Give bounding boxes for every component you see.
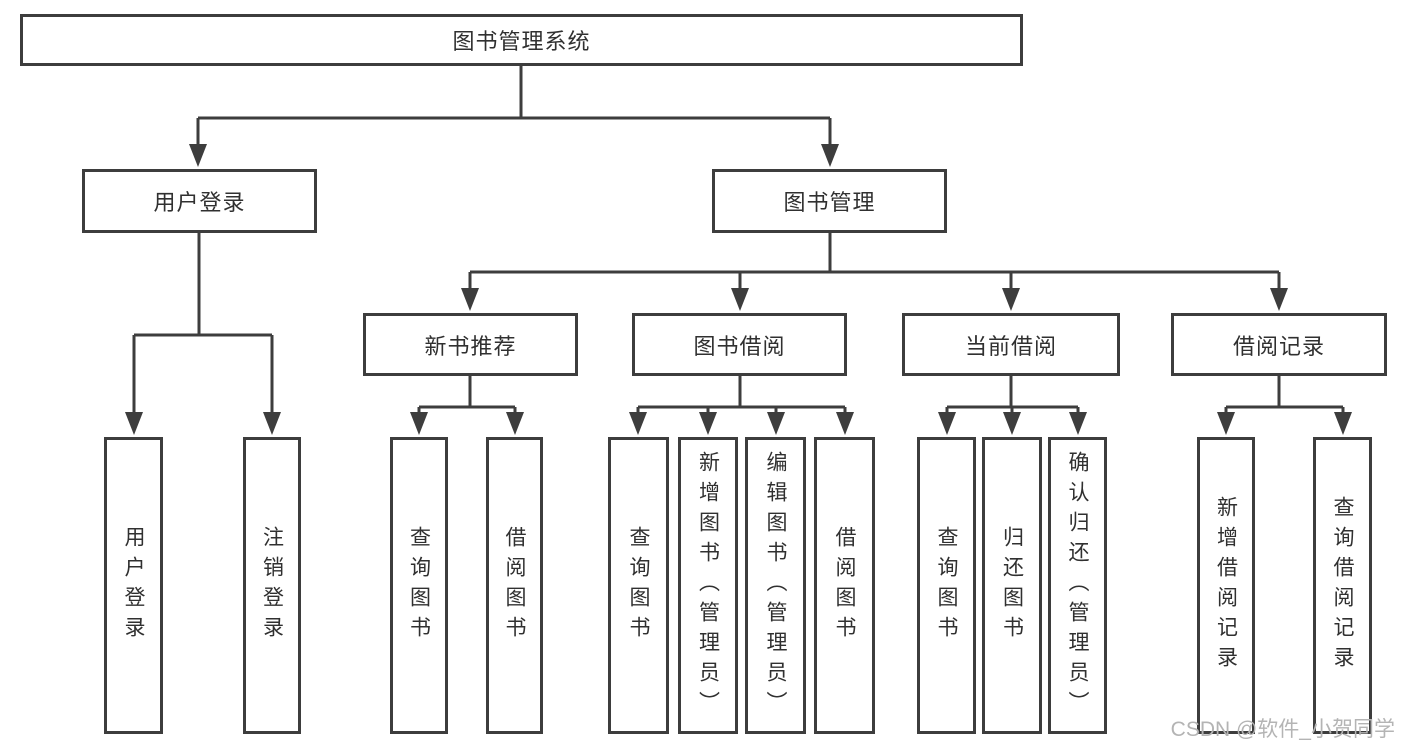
node-label: 归还图书 bbox=[1000, 525, 1024, 646]
node-label: 当前借阅 bbox=[964, 333, 1057, 359]
node-label: 新书推荐 bbox=[424, 333, 517, 359]
node-label: 编辑图书（管理员） bbox=[764, 450, 787, 721]
leaf-query-books-recommend: 查询图书 bbox=[390, 437, 448, 734]
node-label: 注销登录 bbox=[260, 525, 284, 646]
node-label: 查询借阅记录 bbox=[1331, 495, 1354, 676]
node-library-management-system: 图书管理系统 bbox=[20, 14, 1023, 66]
csdn-watermark: CSDN @软件_小贺同学 bbox=[1170, 718, 1395, 741]
node-current-borrowing: 当前借阅 bbox=[902, 313, 1120, 376]
leaf-logout: 注销登录 bbox=[243, 437, 301, 734]
node-label: 查询图书 bbox=[407, 525, 431, 646]
leaf-user-login: 用户登录 bbox=[104, 437, 163, 734]
node-new-book-recommendation: 新书推荐 bbox=[363, 313, 578, 376]
leaf-confirm-return-admin: 确认归还（管理员） bbox=[1048, 437, 1107, 734]
leaf-query-borrow-record: 查询借阅记录 bbox=[1313, 437, 1372, 734]
node-label: 查询图书 bbox=[935, 525, 958, 646]
node-borrowing-records: 借阅记录 bbox=[1171, 313, 1387, 376]
node-label: 新增借阅记录 bbox=[1214, 495, 1238, 676]
node-book-borrowing: 图书借阅 bbox=[632, 313, 847, 376]
node-label: 用户登录 bbox=[122, 525, 145, 646]
leaf-query-books-current: 查询图书 bbox=[917, 437, 976, 734]
node-label: 查询图书 bbox=[627, 525, 650, 646]
node-label: 借阅记录 bbox=[1232, 333, 1325, 359]
leaf-borrow-books: 借阅图书 bbox=[814, 437, 875, 734]
leaf-borrow-books-recommend: 借阅图书 bbox=[486, 437, 543, 734]
node-label: 新增图书（管理员） bbox=[696, 450, 720, 721]
node-label: 确认归还（管理员） bbox=[1066, 450, 1089, 721]
leaf-query-books-borrowing: 查询图书 bbox=[608, 437, 669, 734]
node-label: 用户登录 bbox=[153, 190, 246, 215]
node-label: 借阅图书 bbox=[503, 525, 526, 646]
node-label: 图书借阅 bbox=[693, 333, 786, 359]
leaf-return-books: 归还图书 bbox=[982, 437, 1042, 734]
leaf-add-borrow-record: 新增借阅记录 bbox=[1197, 437, 1255, 734]
node-user-login: 用户登录 bbox=[82, 169, 317, 233]
node-label: 图书管理 bbox=[783, 190, 876, 215]
leaf-edit-books-admin: 编辑图书（管理员） bbox=[745, 437, 806, 734]
leaf-add-books-admin: 新增图书（管理员） bbox=[678, 437, 738, 734]
node-book-management: 图书管理 bbox=[712, 169, 947, 233]
node-label: 借阅图书 bbox=[833, 525, 856, 646]
node-label: 图书管理系统 bbox=[452, 29, 591, 54]
